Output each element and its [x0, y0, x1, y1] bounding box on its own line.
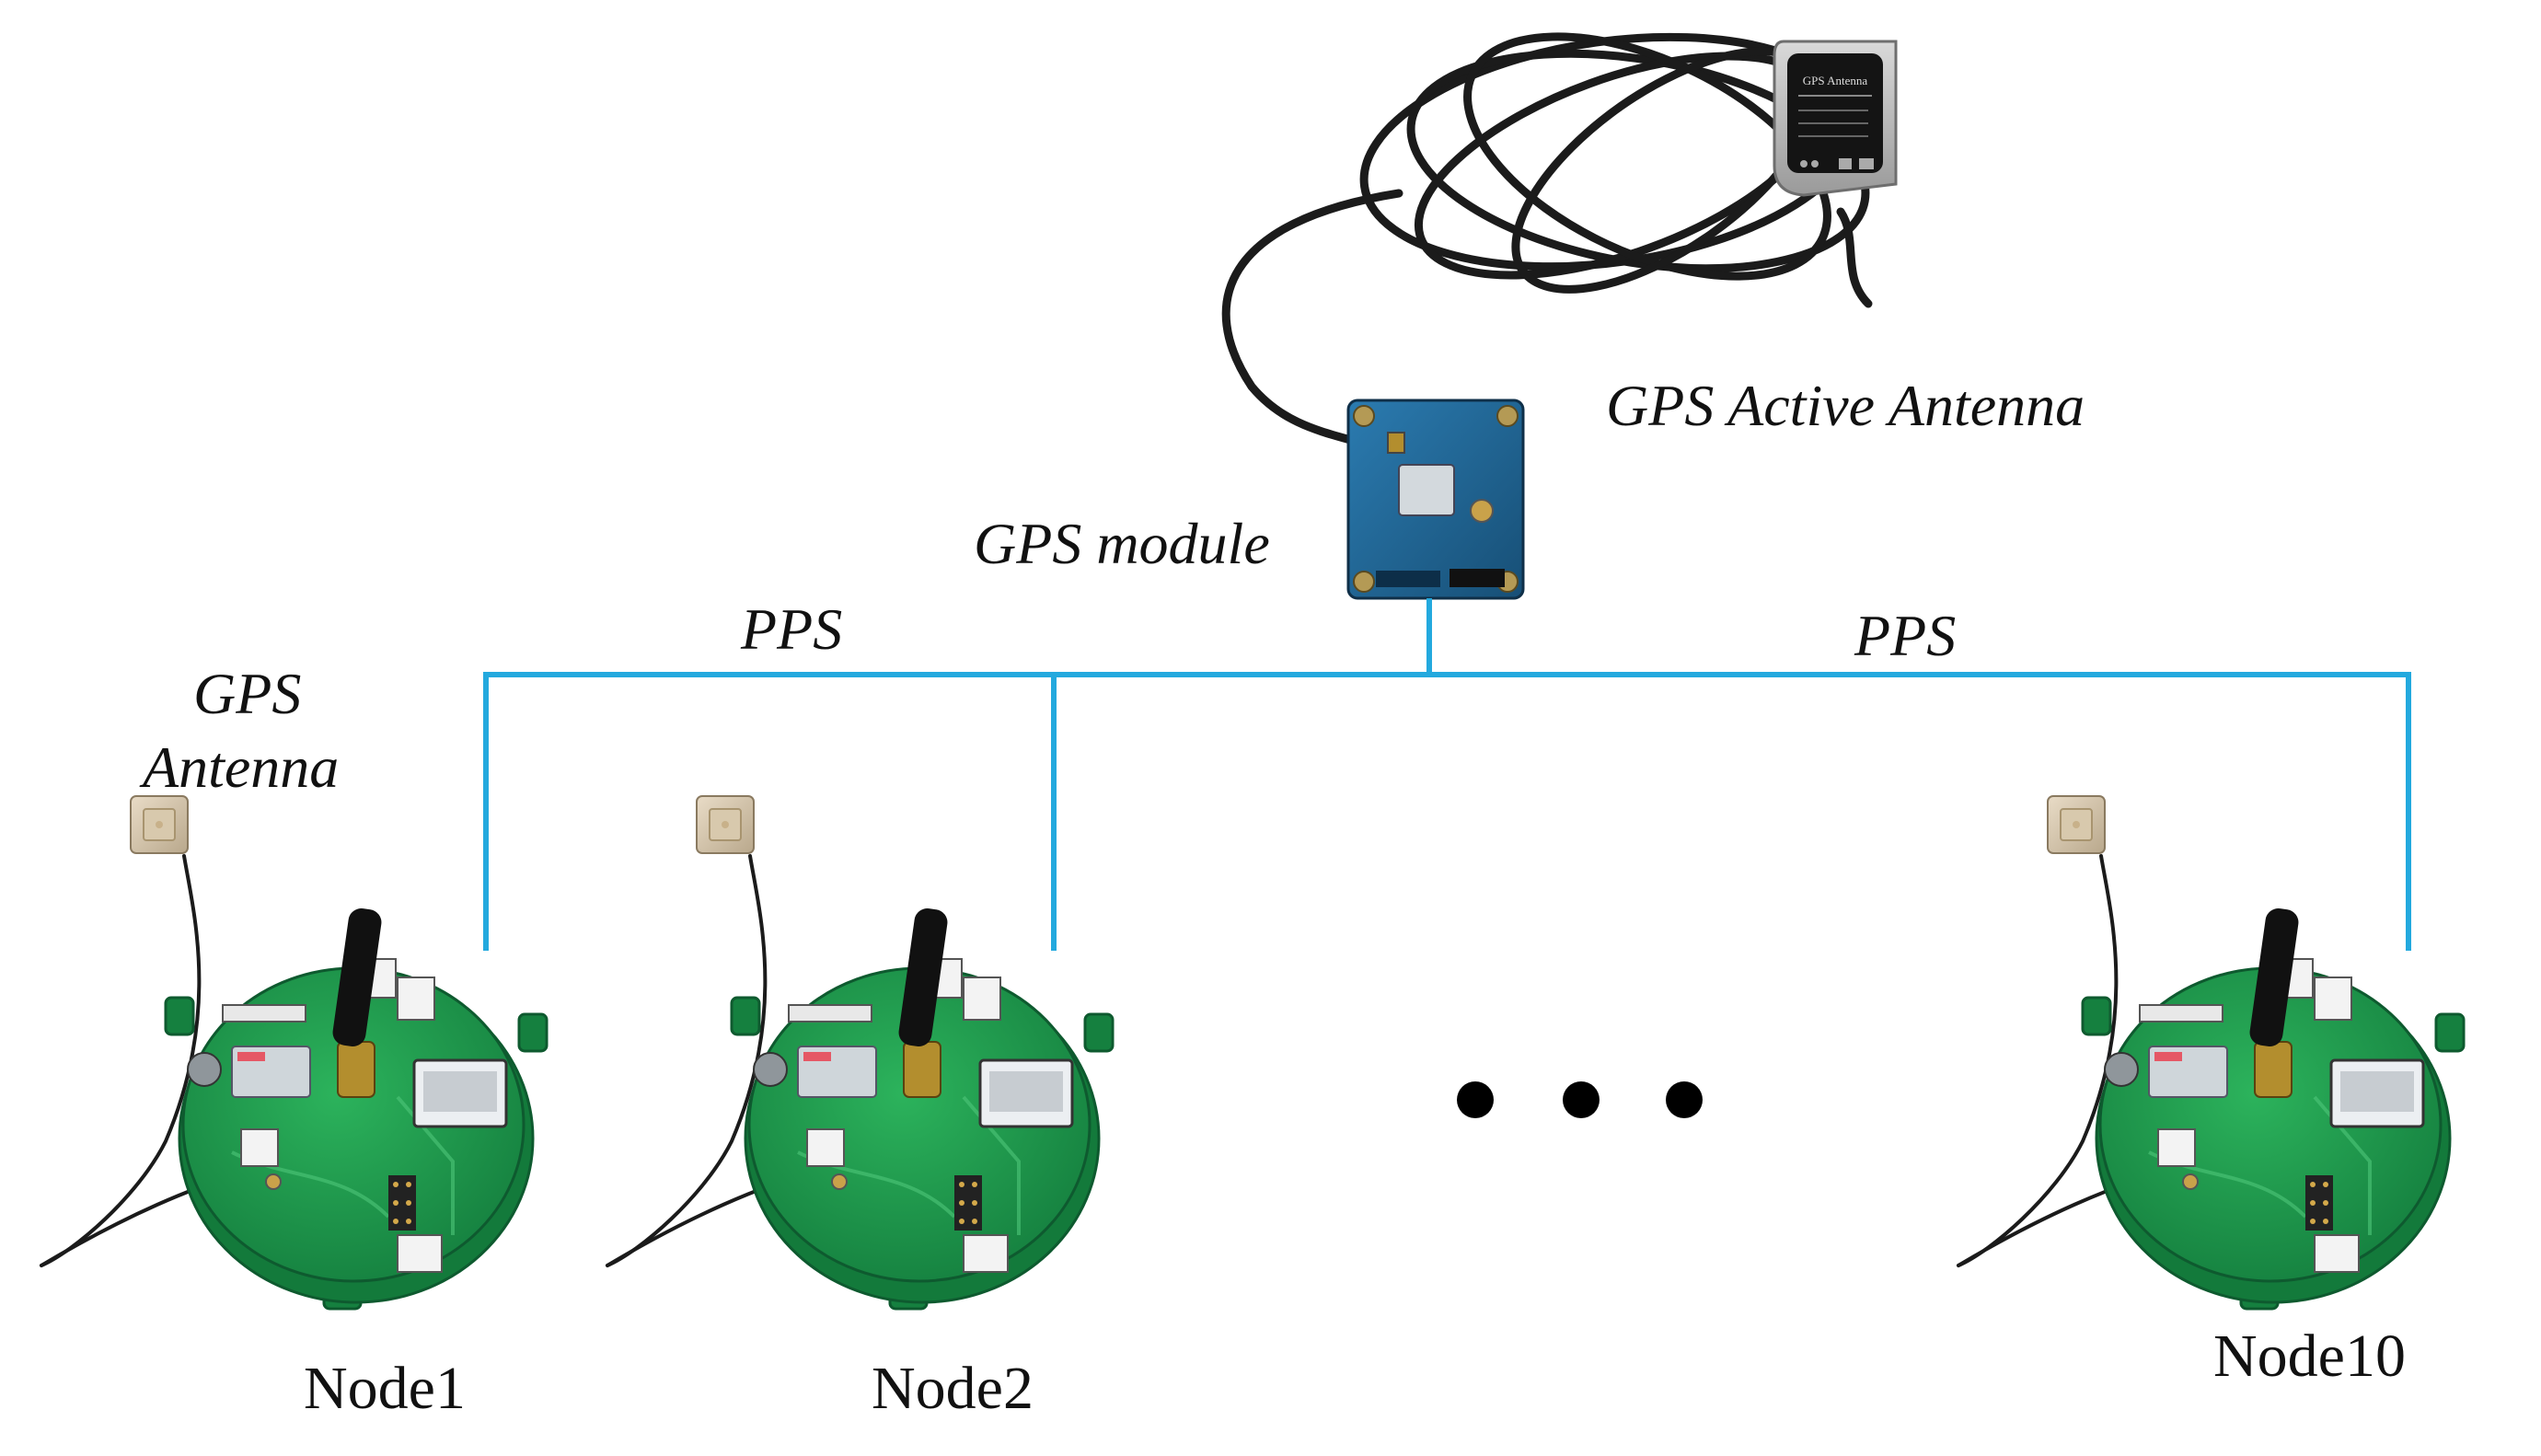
node10-board [2081, 905, 2466, 1311]
node10-patch-antenna [2047, 795, 2106, 854]
node1-board [164, 905, 549, 1311]
label-gps-antenna-line2: Antenna [139, 734, 339, 800]
node10-antenna-lead [1957, 854, 2119, 1267]
gps-active-antenna-device: GPS Antenna [1221, 32, 1898, 465]
label-pps-right: PPS [1854, 603, 1956, 668]
node2-antenna-lead [606, 854, 768, 1267]
label-gps-active-antenna: GPS Active Antenna [1606, 373, 2085, 438]
label-node1: Node1 [304, 1355, 466, 1422]
gps-module-board [1346, 399, 1525, 600]
label-gps-module: GPS module [974, 511, 1270, 576]
node1-antenna-lead [40, 854, 202, 1267]
label-pps-left: PPS [740, 596, 842, 662]
label-node2: Node2 [872, 1355, 1034, 1422]
node-2 [606, 795, 1115, 1311]
node2-board [730, 905, 1115, 1311]
label-node10: Node10 [2213, 1323, 2406, 1390]
node-10 [1957, 795, 2466, 1311]
node1-patch-antenna [130, 795, 189, 854]
node-1 [40, 795, 549, 1311]
node2-patch-antenna [696, 795, 755, 854]
ellipsis-dots [1457, 1081, 1703, 1118]
pps-bus [483, 672, 2411, 951]
antenna-brand-label: GPS Antenna [1803, 74, 1868, 87]
label-gps-antenna-line1: GPS [193, 661, 301, 726]
active-antenna-puck: GPS Antenna [1773, 40, 1898, 197]
pps-wiring [483, 598, 2411, 951]
